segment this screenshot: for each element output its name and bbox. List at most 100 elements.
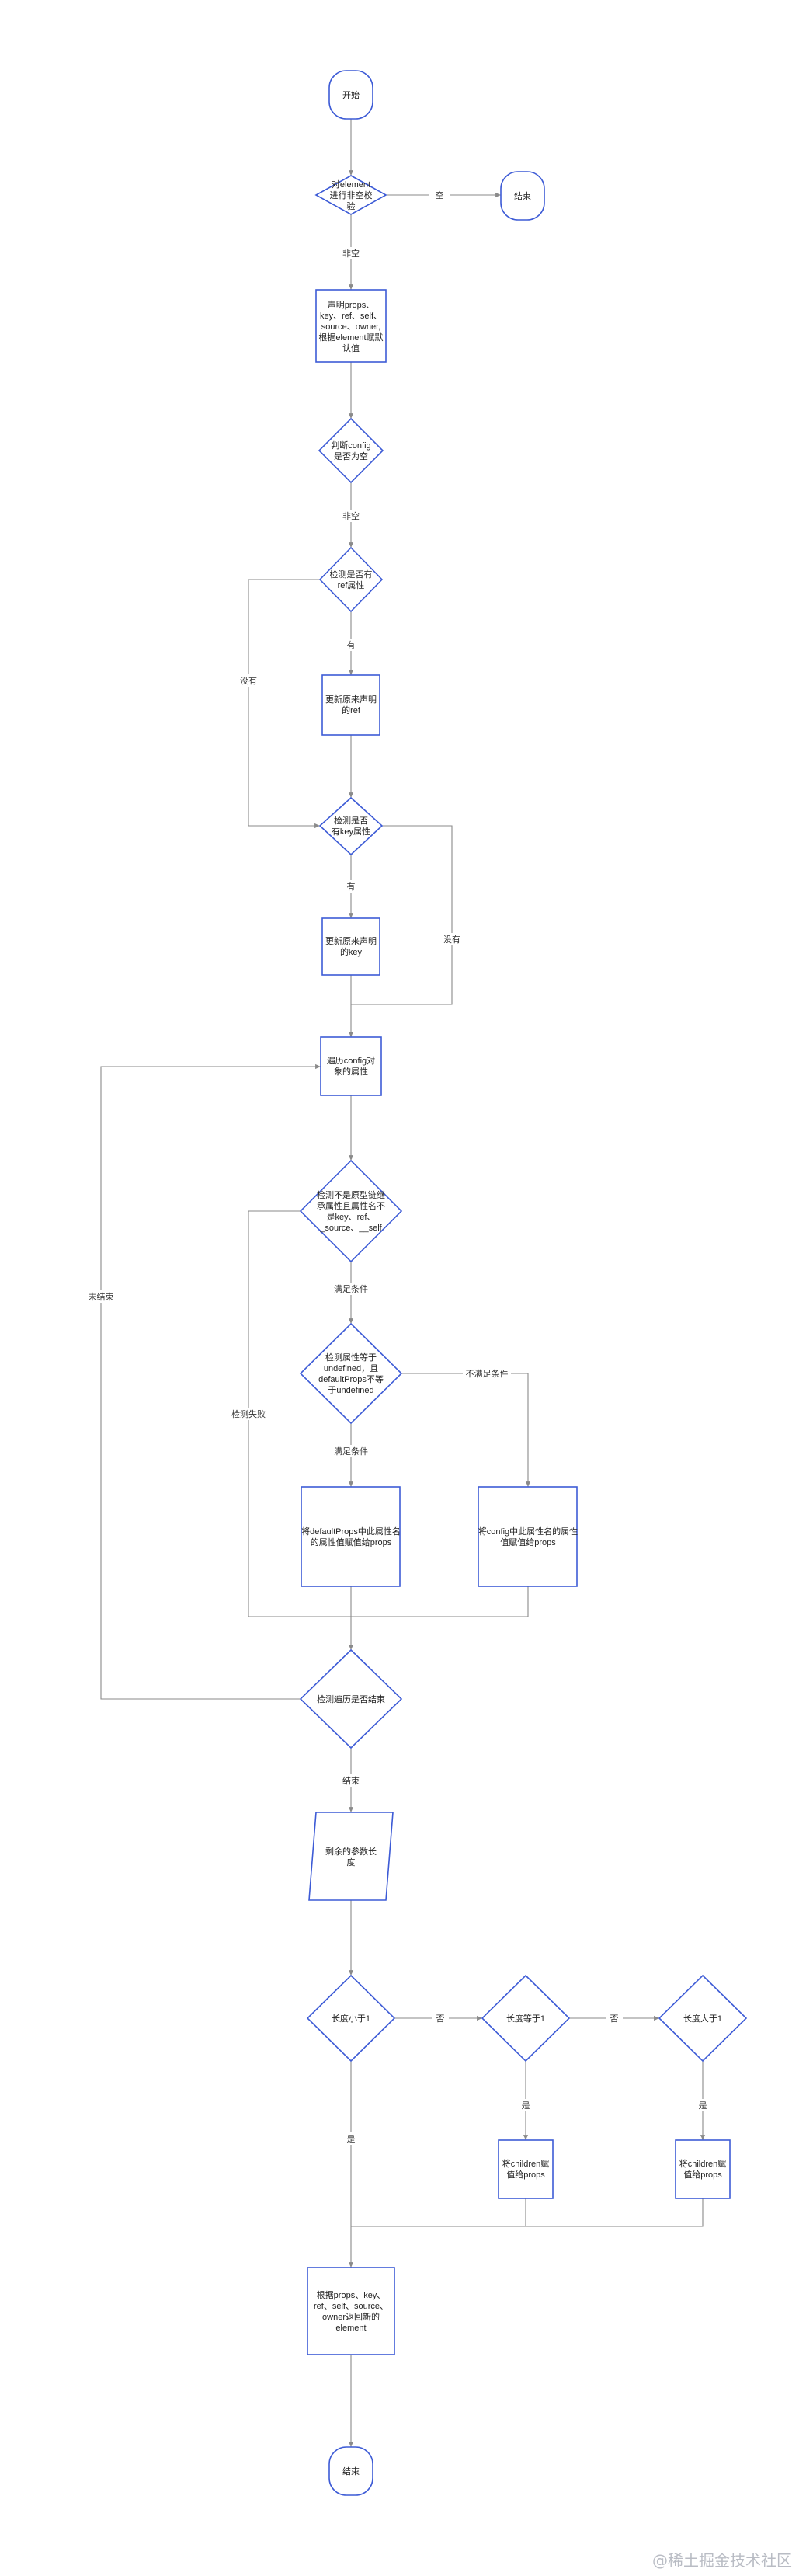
len-eq1-line: 长度等于1: [506, 2013, 545, 2024]
return-el-line: 根据props、key、: [317, 2289, 386, 2300]
end-top-node: [500, 171, 545, 221]
update-ref-node: [321, 674, 380, 736]
edge-label-check-failed: 检测失败: [231, 1408, 266, 1419]
len-gt1-label: 长度大于1: [683, 2013, 722, 2024]
return-el-line: owner返回新的: [322, 2311, 380, 2322]
config-empty-line: 是否为空: [334, 451, 368, 461]
check-undef-line: 检测属性等于: [325, 1352, 377, 1363]
end-bottom-label: 结束: [342, 2466, 360, 2477]
has-ref-line: 检测是否有: [330, 569, 373, 580]
return-el-line: element: [335, 2324, 366, 2333]
start-node: [328, 70, 373, 120]
declare-line: 声明props、: [328, 299, 375, 310]
declare-label: 声明props、key、ref、self、source、owner,根据elem…: [318, 299, 383, 353]
edge-label-has-2: 有: [347, 881, 356, 892]
edge-label-has-1: 有: [347, 639, 356, 650]
len-lt1-line: 长度小于1: [332, 2013, 370, 2024]
update-key-node: [321, 917, 380, 976]
edge-labels: 空 非空 非空 有 没有 有 没有 满足条件 满足条件 不满足条件 检测失败 未…: [85, 189, 711, 2145]
has-key-line: 检测是否: [334, 815, 368, 826]
assign-default-node: [301, 1486, 401, 1587]
iter-done-line: 检测遍历是否结束: [317, 1694, 385, 1704]
children-a-line: 值给props: [506, 2170, 545, 2180]
edge-haskey-none: [351, 825, 453, 1005]
update-key-label: 更新原来声明的key: [325, 935, 377, 957]
end-top-line: 结束: [514, 191, 531, 201]
children-b-line: 将children赋: [679, 2159, 727, 2169]
len-eq1-node: [481, 1974, 571, 2063]
check-inherit-label: 检测不是原型链继承属性且属性名不是key、ref、_source、__self: [317, 1189, 385, 1233]
check-undef-line: 于undefined: [328, 1386, 373, 1395]
assign-default-line: 将defaultProps中此属性名: [301, 1526, 401, 1537]
config-empty-line: 判断config: [331, 440, 370, 451]
len-lt1-node: [306, 1974, 396, 2063]
update-key-line: 更新原来声明: [325, 935, 377, 946]
iterate-node: [320, 1036, 382, 1096]
update-key-line: 的key: [340, 946, 363, 957]
check-inherit-line: 是key、ref、: [327, 1212, 376, 1222]
edge-label-empty: 空: [436, 190, 444, 200]
rest-len-node: [308, 1812, 394, 1901]
iterate-line: 遍历config对: [327, 1055, 375, 1066]
declare-line: key、ref、self、: [320, 312, 382, 321]
check-empty-line: 对element: [332, 179, 370, 190]
edge-label-finished: 结束: [342, 1776, 360, 1786]
edge-label-not-satisfied: 不满足条件: [466, 1368, 509, 1379]
check-empty-line: 验: [347, 200, 356, 211]
children-b-line: 值给props: [683, 2170, 722, 2180]
edge-undef-config: [401, 1373, 531, 1487]
end-bottom-line: 结束: [342, 2466, 360, 2477]
start-line: 开始: [342, 89, 360, 100]
children-a-line: 将children赋: [502, 2159, 550, 2169]
check-inherit-line: _source、__self: [319, 1224, 382, 1233]
update-ref-line: 的ref: [342, 705, 361, 715]
len-gt1-line: 长度大于1: [683, 2013, 722, 2024]
rest-len-line: 度: [347, 1857, 356, 1868]
edge-done-iterate: [100, 1063, 321, 1700]
edge-label-not-finished: 未结束: [89, 1292, 114, 1302]
edge-label-not-empty-1: 非空: [342, 248, 360, 259]
children-a-node: [498, 2139, 554, 2199]
iter-done-node: [299, 1648, 403, 1749]
rest-len-line: 剩余的参数长: [325, 1846, 377, 1857]
return-element-node: [307, 2267, 395, 2355]
rest-len-label: 剩余的参数长度: [325, 1846, 377, 1868]
end-top-label: 结束: [514, 191, 531, 201]
declare-node: [315, 289, 387, 363]
children-b-node: [675, 2139, 731, 2199]
check-empty-node: [314, 175, 387, 215]
end-bottom-node: [328, 2446, 373, 2496]
check-undef-node: [299, 1322, 403, 1425]
iter-done-label: 检测遍历是否结束: [317, 1694, 385, 1704]
has-ref-line: ref属性: [338, 580, 365, 590]
edge-childrenB-return: [526, 2198, 704, 2227]
update-ref-label: 更新原来声明的ref: [325, 694, 377, 715]
edge-label-none-1: 没有: [240, 675, 257, 686]
check-empty-line: 进行非空校: [330, 190, 373, 200]
update-ref-line: 更新原来声明: [325, 694, 377, 705]
declare-line: source、owner,: [321, 322, 380, 332]
check-inherit-line: 检测不是原型链继: [317, 1189, 385, 1200]
start-label: 开始: [342, 89, 360, 100]
edge-label-satisfied-1: 满足条件: [334, 1283, 368, 1294]
edge-hasref-hasky: [248, 579, 320, 829]
return-el-label: 根据props、key、 ref、self、source、owner返回新的 ele…: [314, 2289, 388, 2333]
return-el-line: ref、self、source、: [314, 2302, 388, 2311]
has-key-line: 有key属性: [332, 826, 370, 837]
assign-config-label: 将config中此属性名的属性值赋值给props: [478, 1526, 578, 1547]
children-a-label: 将children赋值给props: [502, 2159, 550, 2180]
edge-childrenA-return: [351, 2198, 526, 2227]
check-undef-line: undefined，且: [324, 1364, 378, 1373]
assign-config-line: 将config中此属性名的属性: [478, 1526, 578, 1537]
iterate-line: 象的属性: [334, 1066, 368, 1077]
len-gt1-node: [658, 1974, 748, 2063]
edge-label-no-1: 否: [436, 2014, 445, 2024]
check-inherit-node: [299, 1159, 403, 1263]
edge-label-satisfied-2: 满足条件: [334, 1446, 368, 1457]
has-key-label: 检测是否有key属性: [332, 815, 370, 837]
